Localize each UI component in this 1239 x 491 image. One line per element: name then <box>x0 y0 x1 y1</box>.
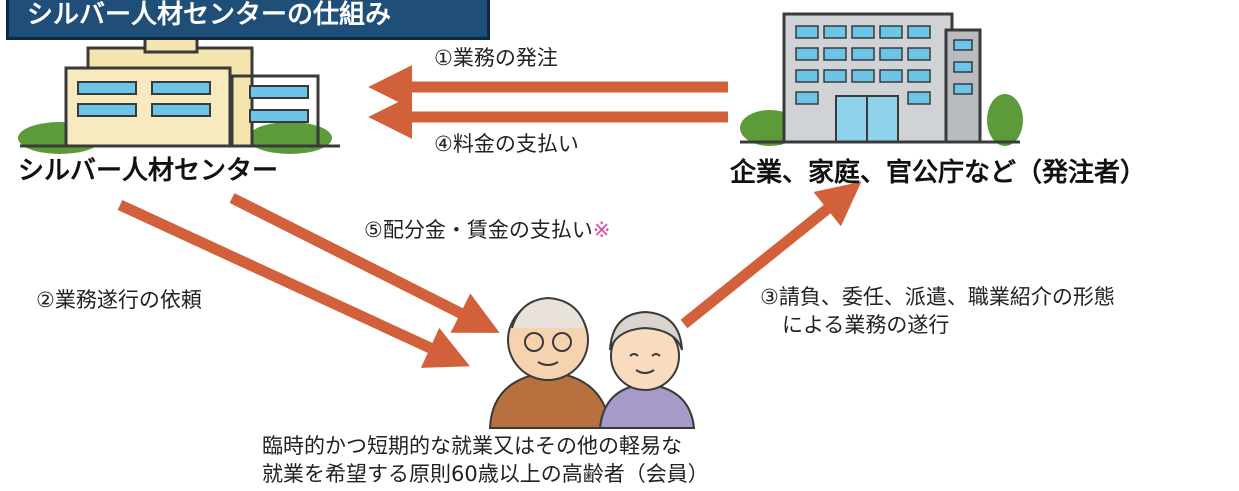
note-mark: ※ <box>592 218 611 242</box>
client-label: 企業、家庭、官公庁など（発注者） <box>730 158 1147 188</box>
tall-office-building-icon <box>740 12 1023 146</box>
office-building-icon <box>18 34 340 154</box>
edge-label-payment: ④料金の支払い <box>434 132 579 156</box>
center-label: シルバー人材センター <box>18 156 279 186</box>
edge-label-work-execution: ③請負、委任、派遣、職業紹介の形態 による業務の遂行 <box>760 283 1115 339</box>
members-caption-line1: 臨時的かつ短期的な就業又はその他の軽易な <box>262 434 682 458</box>
edge-label-work-execution-line1: ③請負、委任、派遣、職業紹介の形態 <box>760 285 1115 309</box>
arrow-wage-payment <box>229 193 500 333</box>
edge-label-wage-payment: ⑤配分金・賃金の支払い※ <box>364 214 610 244</box>
members-caption-line2: 就業を希望する原則60歳以上の高齢者（会員） <box>262 462 709 486</box>
edge-label-wage-payment-text: ⑤配分金・賃金の支払い <box>364 218 593 242</box>
edge-label-work-execution-line2: による業務の遂行 <box>782 313 950 337</box>
edge-label-order: ①業務の発注 <box>434 46 558 70</box>
arrow-work-execution <box>680 181 862 329</box>
edge-label-request: ②業務遂行の依頼 <box>36 288 202 312</box>
members-caption: 臨時的かつ短期的な就業又はその他の軽易な 就業を希望する原則60歳以上の高齢者（… <box>262 432 709 488</box>
arrow-request <box>117 200 470 368</box>
elderly-couple-icon <box>488 296 696 429</box>
page-title: シルバー人材センターの仕組み <box>6 0 490 40</box>
